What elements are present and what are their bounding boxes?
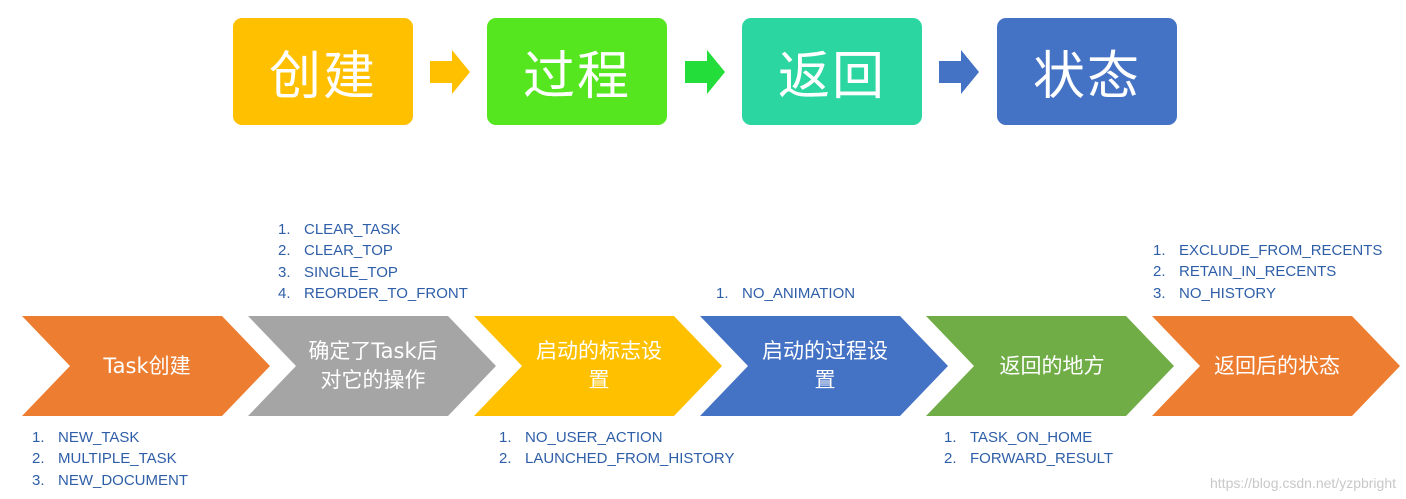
watermark: https://blog.csdn.net/yzpbright [1210, 475, 1396, 491]
list-item: 2.MULTIPLE_TASK [32, 450, 177, 468]
list-item: 3.NO_HISTORY [1153, 284, 1276, 302]
stage-create: 创建 [233, 18, 413, 125]
flag-list-return-target: 1.TASK_ON_HOME 2.FORWARD_RESULT [944, 427, 1113, 470]
right-arrow-icon [939, 50, 979, 94]
list-item: 2.LAUNCHED_FROM_HISTORY [499, 450, 735, 468]
stage-return: 返回 [742, 18, 922, 125]
list-item: 1.TASK_ON_HOME [944, 429, 1093, 446]
chevron-step-task-create [22, 316, 270, 416]
chevron-step-return-target [926, 316, 1174, 416]
list-item: 2.RETAIN_IN_RECENTS [1153, 263, 1337, 281]
chevron-step-task-operation [248, 316, 496, 416]
list-item: 4.REORDER_TO_FRONT [278, 284, 468, 302]
list-item: 1.CLEAR_TASK [278, 221, 401, 238]
stage-label: 过程 [522, 47, 631, 107]
flag-list-return-state: 1.EXCLUDE_FROM_RECENTS 2.RETAIN_IN_RECEN… [1153, 240, 1382, 304]
stage-state: 状态 [997, 18, 1177, 125]
process-chevrons [22, 316, 1400, 416]
list-item: 3.SINGLE_TOP [278, 263, 398, 281]
right-arrow-icon [685, 50, 725, 94]
chevron-label-launch-process: 启动的过程设置 [762, 339, 888, 392]
flag-list-task-create: 1.NEW_TASK 2.MULTIPLE_TASK 3.NEW_DOCUMEN… [32, 427, 188, 491]
list-item: 1.NO_USER_ACTION [499, 429, 663, 446]
list-item: 1.EXCLUDE_FROM_RECENTS [1153, 242, 1383, 259]
flag-list-launch-process: 1.NO_ANIMATION [716, 283, 855, 304]
list-item: 1.NO_ANIMATION [716, 285, 856, 302]
stage-label: 状态 [1032, 47, 1141, 107]
chevron-label-return-target: 返回的地方 [999, 353, 1105, 378]
chevron-label-task-operation: 确定了Task后对它的操作 [308, 339, 438, 392]
chevron-step-launch-process [700, 316, 948, 416]
list-item: 1.NEW_TASK [32, 429, 140, 446]
chevron-step-launch-flags [474, 316, 722, 416]
right-arrow-icon [430, 50, 470, 94]
list-item: 2.FORWARD_RESULT [944, 450, 1114, 468]
stage-label: 创建 [268, 47, 377, 107]
stage-process: 过程 [487, 18, 667, 125]
flag-list-task-operation: 1.CLEAR_TASK 2.CLEAR_TOP 3.SINGLE_TOP 4.… [278, 219, 468, 304]
chevron-label-return-state: 返回后的状态 [1214, 353, 1340, 378]
flag-list-launch-flags: 1.NO_USER_ACTION 2.LAUNCHED_FROM_HISTORY [499, 427, 735, 470]
stage-label: 返回 [777, 47, 886, 107]
list-item: 3.NEW_DOCUMENT [32, 471, 188, 489]
chevron-step-return-state [1152, 316, 1400, 416]
list-item: 2.CLEAR_TOP [278, 242, 393, 260]
chevron-label-task-create: Task创建 [103, 353, 191, 378]
chevron-label-launch-flags: 启动的标志设置 [536, 339, 662, 392]
